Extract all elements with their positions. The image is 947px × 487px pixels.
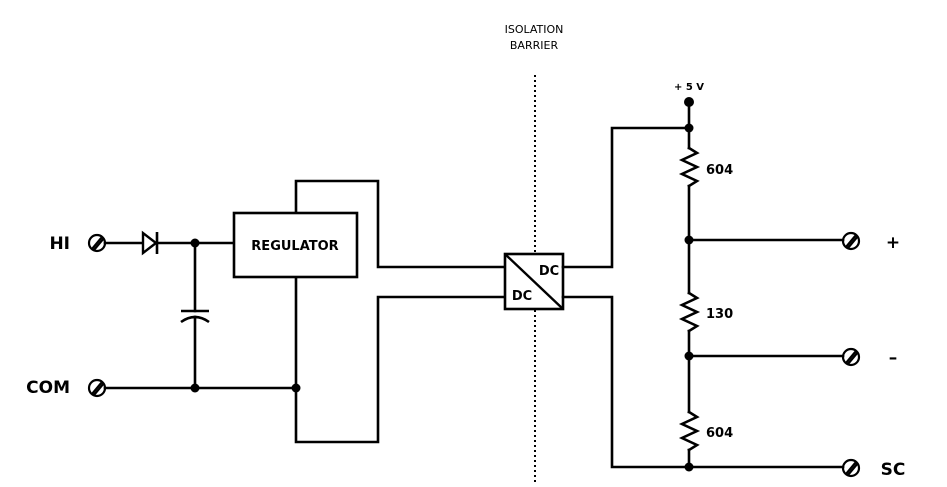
wire-converter-to-5v [561, 126, 691, 269]
resistor-3-value: 604 [706, 426, 733, 441]
terminal-label-minus: – [889, 348, 898, 368]
terminal-label-sc: SC [881, 460, 906, 480]
terminal-label-com: COM [26, 378, 70, 398]
screw-terminal-sc-icon [841, 458, 861, 478]
resistor-1-icon [678, 146, 701, 188]
converter-output-label: DC [539, 264, 559, 279]
regulator-label: REGULATOR [251, 239, 338, 254]
converter-input-label: DC [512, 289, 532, 304]
screw-terminal-minus-icon [841, 347, 861, 367]
isolation-barrier-label-line2: BARRIER [510, 39, 559, 52]
junction-dot [190, 383, 200, 393]
resistor-2-icon [678, 291, 701, 333]
junction-dot [684, 123, 694, 133]
resistor-1-value: 604 [706, 163, 733, 178]
wire-regulator-to-converter-top [294, 179, 506, 269]
diode-icon [141, 230, 159, 256]
dc-dc-converter-block [503, 252, 565, 311]
screw-terminal-plus-icon [841, 231, 861, 251]
supply-label: + 5 V [674, 82, 704, 93]
terminal-label-plus: + [886, 233, 900, 253]
screw-terminal-hi-icon [87, 233, 107, 253]
resistor-2-value: 130 [706, 307, 733, 322]
terminal-label-hi: HI [49, 234, 70, 254]
wire-regulator-return [294, 275, 506, 444]
regulator-block [232, 211, 359, 279]
screw-terminal-com-icon [87, 378, 107, 398]
isolation-barrier-label-line1: ISOLATION [505, 23, 564, 36]
resistor-3-icon [678, 410, 701, 452]
wire-converter-return [561, 295, 691, 469]
